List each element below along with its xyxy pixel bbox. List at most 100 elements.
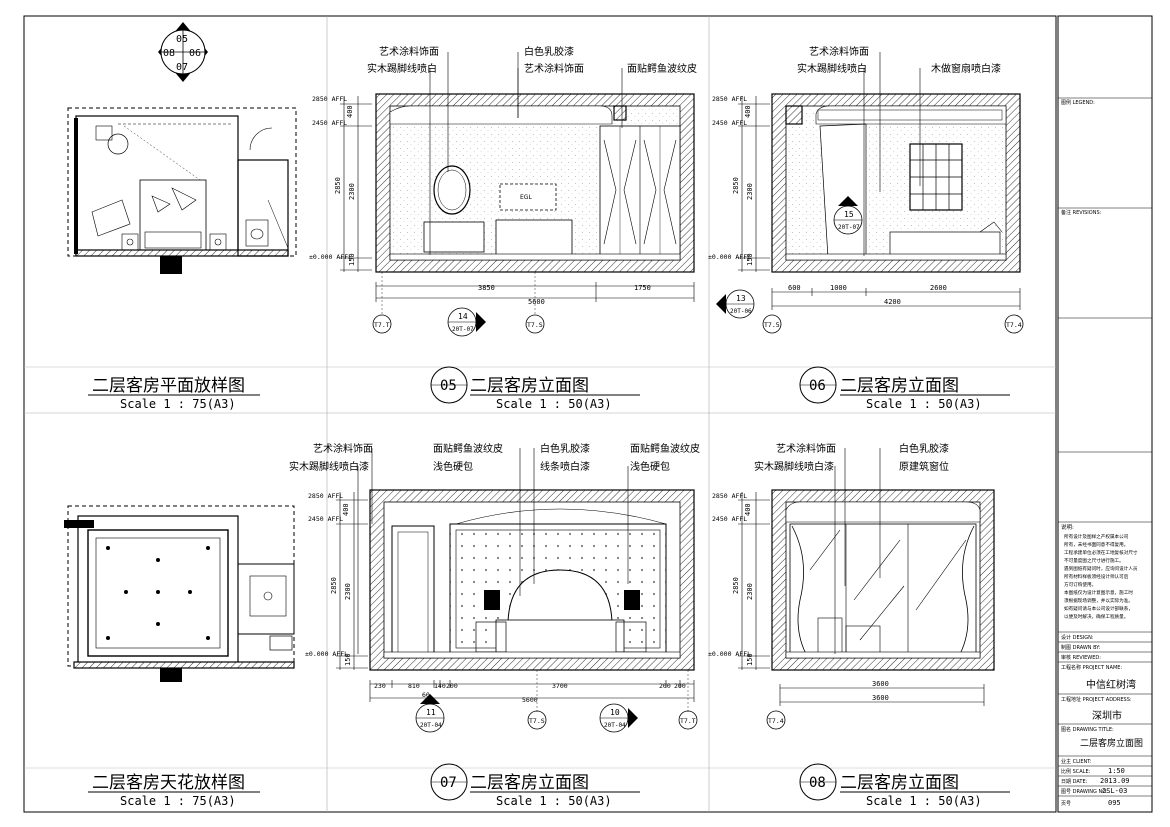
elevation-07 xyxy=(369,489,695,671)
svg-text:审核 REVIEWED:: 审核 REVIEWED: xyxy=(1061,654,1101,661)
svg-text:线条喷白漆: 线条喷白漆 xyxy=(540,460,590,473)
svg-text:实木踢脚线喷白漆: 实木踢脚线喷白漆 xyxy=(754,460,834,473)
e05-lvl-000: ±0.000 AFFL xyxy=(309,253,352,261)
project-address: 深圳市 xyxy=(1092,709,1122,722)
svg-text:2300: 2300 xyxy=(746,183,754,200)
svg-text:原建筑窗位: 原建筑窗位 xyxy=(899,460,949,473)
svg-text:图号 DRAWING NO:: 图号 DRAWING NO: xyxy=(1061,789,1108,795)
e08-grid-markers: T7.4 xyxy=(766,710,786,730)
e05-hdim-3850: 3850 xyxy=(478,284,495,292)
section-marker-14: 14 20T-07 xyxy=(447,307,486,337)
e05-hdim-1750: 1750 xyxy=(634,284,651,292)
svg-text:二层客房立面图: 二层客房立面图 xyxy=(840,773,959,793)
svg-text:二层客房立面图: 二层客房立面图 xyxy=(840,376,959,396)
title-06: 06 二层客房立面图 Scale 1 : 50(A3) xyxy=(799,366,1010,411)
ceiling-plan xyxy=(64,505,295,682)
svg-text:4200: 4200 xyxy=(884,298,901,306)
e05-vdim-400: 400 xyxy=(346,105,354,118)
e05-hdim-5600: 5600 xyxy=(528,298,545,306)
svg-text:2300: 2300 xyxy=(344,583,352,600)
ceiling-scale: Scale 1 : 75(A3) xyxy=(120,794,236,808)
svg-text:所有设计及图样之产权属本公司: 所有设计及图样之产权属本公司 xyxy=(1064,533,1129,540)
scale-value: 1:50 xyxy=(1108,767,1125,775)
svg-text:05: 05 xyxy=(440,378,457,394)
svg-text:图例 LEGEND:: 图例 LEGEND: xyxy=(1061,99,1095,106)
svg-text:2850 AFFL: 2850 AFFL xyxy=(712,95,747,103)
svg-text:2850: 2850 xyxy=(732,577,740,594)
svg-text:浅色硬包: 浅色硬包 xyxy=(630,460,670,473)
title-07: 07 二层客房立面图 Scale 1 : 50(A3) xyxy=(430,763,640,808)
key-plan-05: 05 xyxy=(176,34,188,45)
svg-text:面贴鳄鱼波纹皮: 面贴鳄鱼波纹皮 xyxy=(630,442,700,455)
svg-text:08: 08 xyxy=(809,775,826,791)
drawing-title: 二层客房立面图 xyxy=(1080,737,1143,749)
svg-text:不可量度图之尺寸进行施工。: 不可量度图之尺寸进行施工。 xyxy=(1064,557,1124,564)
svg-text:3600: 3600 xyxy=(872,694,889,702)
svg-text:±0.000 AFFL: ±0.000 AFFL xyxy=(708,253,751,261)
svg-text:T7.5: T7.5 xyxy=(764,321,780,329)
svg-text:2450 AFFL: 2450 AFFL xyxy=(712,515,747,523)
svg-text:140: 140 xyxy=(434,682,446,690)
svg-text:15: 15 xyxy=(844,210,854,219)
svg-text:400: 400 xyxy=(744,105,752,118)
key-plan-07: 07 xyxy=(176,62,188,73)
e05-lvl-2850: 2850 AFFL xyxy=(312,95,347,103)
svg-text:二层客房立面图: 二层客房立面图 xyxy=(470,773,589,793)
svg-text:1000: 1000 xyxy=(830,284,847,292)
title-05: 05 二层客房立面图 Scale 1 : 50(A3) xyxy=(430,366,640,411)
svg-text:200: 200 xyxy=(674,682,686,690)
plan-scale: Scale 1 : 75(A3) xyxy=(120,397,236,411)
svg-text:±0.000 AFFL: ±0.000 AFFL xyxy=(305,650,348,658)
svg-text:600: 600 xyxy=(788,284,801,292)
svg-text:200: 200 xyxy=(446,682,458,690)
svg-text:方可订购使用。: 方可订购使用。 xyxy=(1064,581,1096,588)
svg-text:150: 150 xyxy=(344,653,352,666)
svg-text:2300: 2300 xyxy=(746,583,754,600)
svg-text:Scale 1 : 50(A3): Scale 1 : 50(A3) xyxy=(496,794,612,808)
svg-text:说明:: 说明: xyxy=(1061,523,1074,531)
svg-text:07: 07 xyxy=(440,775,457,791)
svg-text:Scale 1 : 50(A3): Scale 1 : 50(A3) xyxy=(866,794,982,808)
e05-grid-b: T7.S xyxy=(527,321,543,329)
svg-text:面贴鳄鱼波纹皮: 面贴鳄鱼波纹皮 xyxy=(433,442,503,455)
elevation-06 xyxy=(771,93,1021,273)
svg-text:白色乳胶漆: 白色乳胶漆 xyxy=(899,442,949,455)
svg-text:所有，未经书面同意不得复用。: 所有，未经书面同意不得复用。 xyxy=(1064,541,1128,548)
title-block: 图例 LEGEND: 备注 REVISIONS: 说明: 所有设计及图样之产权属… xyxy=(1057,15,1153,813)
e05-grid-markers: T7.T T7.S xyxy=(372,272,545,334)
key-plan-06: 06 xyxy=(189,48,201,59)
elevation-05: EGL xyxy=(375,93,695,273)
sheet-frame xyxy=(23,15,1057,813)
svg-text:2450 AFFL: 2450 AFFL xyxy=(712,119,747,127)
svg-text:工程承建单位必须在工地复核对尺寸: 工程承建单位必须在工地复核对尺寸 xyxy=(1064,549,1138,556)
svg-text:±0.000 AFFL: ±0.000 AFFL xyxy=(708,650,751,658)
svg-text:本图纸仅为设计意图示意，施工时: 本图纸仅为设计意图示意，施工时 xyxy=(1064,589,1133,596)
svg-text:150: 150 xyxy=(746,253,754,266)
floor-plan xyxy=(67,107,297,274)
svg-text:60: 60 xyxy=(422,691,430,699)
e07-grid-markers: T7.S T7.T xyxy=(527,670,698,730)
svg-text:备注 REVISIONS:: 备注 REVISIONS: xyxy=(1061,209,1102,216)
svg-text:3700: 3700 xyxy=(552,682,568,690)
section-marker-10: 10 20T-04 xyxy=(599,703,638,733)
svg-text:Scale 1 : 50(A3): Scale 1 : 50(A3) xyxy=(866,397,982,411)
elevation-08 xyxy=(771,489,995,671)
svg-text:2850 AFFL: 2850 AFFL xyxy=(308,492,343,500)
svg-text:400: 400 xyxy=(342,503,350,516)
e05-label-1: 艺术涂料饰面 xyxy=(379,45,439,58)
svg-text:艺术涂料饰面: 艺术涂料饰面 xyxy=(776,442,836,455)
svg-text:浅色硬包: 浅色硬包 xyxy=(433,460,473,473)
svg-text:2850 AFFL: 2850 AFFL xyxy=(712,492,747,500)
svg-text:日期 DATE:: 日期 DATE: xyxy=(1061,779,1088,785)
svg-text:2850: 2850 xyxy=(732,177,740,194)
svg-text:工程名称 PROJECT NAME:: 工程名称 PROJECT NAME: xyxy=(1061,664,1122,671)
svg-text:所有材料样板须经设计师认可后: 所有材料样板须经设计师认可后 xyxy=(1064,573,1129,580)
svg-text:工程地址 PROJECT ADDRESS:: 工程地址 PROJECT ADDRESS: xyxy=(1061,696,1132,703)
e06-label-1: 艺术涂料饰面 xyxy=(809,45,869,58)
e05-grid-a: T7.T xyxy=(374,321,390,329)
svg-text:20T-07: 20T-07 xyxy=(452,326,474,333)
svg-text:3600: 3600 xyxy=(872,680,889,688)
svg-text:06: 06 xyxy=(809,378,826,394)
e05-scale: Scale 1 : 50(A3) xyxy=(496,397,612,411)
